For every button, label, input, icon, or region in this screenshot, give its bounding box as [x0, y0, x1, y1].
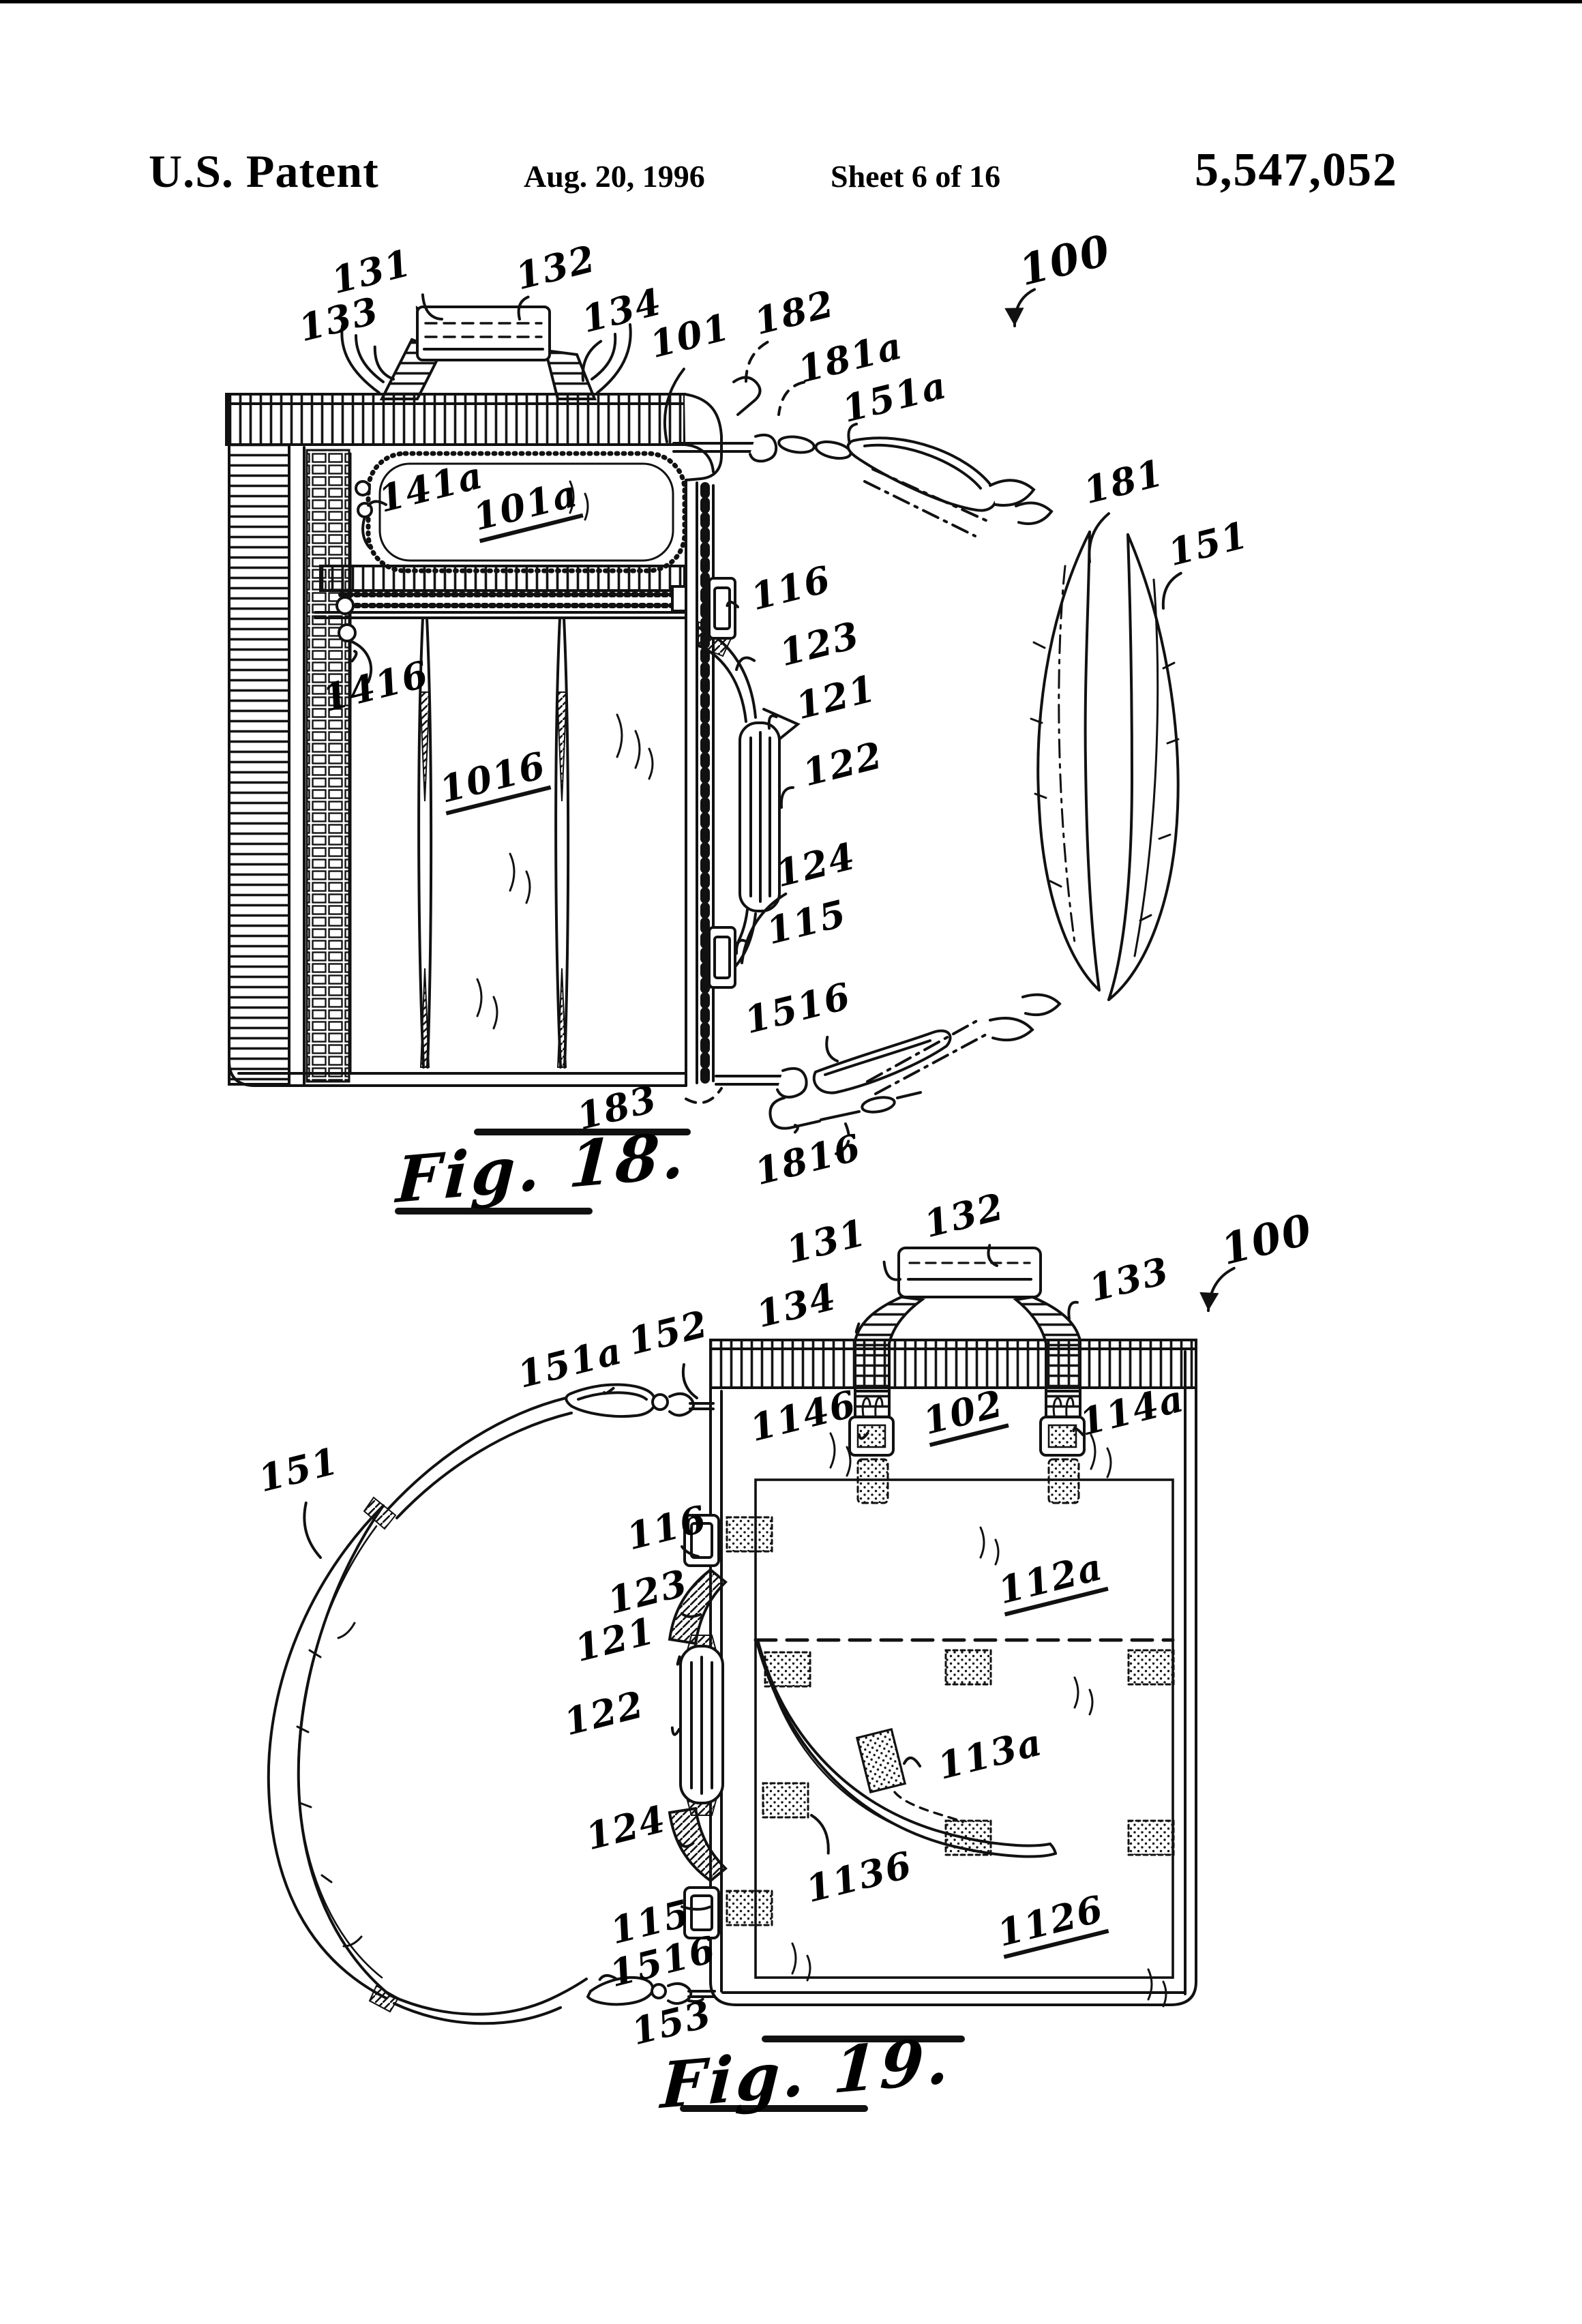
leader-114a — [1072, 1427, 1084, 1436]
leader-123 — [681, 1612, 702, 1618]
leader-100 — [1207, 1266, 1236, 1312]
leader-123 — [735, 656, 756, 671]
leader-124 — [678, 1840, 695, 1848]
leader-113a — [903, 1756, 922, 1768]
leader-133 — [1067, 1300, 1079, 1320]
patent-header-sheet: Sheet 6 of 16 — [831, 159, 1001, 194]
leader-134 — [854, 1322, 861, 1334]
leader-115 — [734, 938, 748, 955]
leader-arrowhead-100 — [1199, 1292, 1219, 1311]
fig19-art — [267, 1247, 1197, 2112]
leader-1516 — [598, 1973, 618, 1981]
leader-1146 — [858, 1431, 869, 1440]
leader-151 — [1161, 571, 1182, 610]
leader-183 — [685, 1087, 723, 1105]
leader-151a — [847, 422, 859, 445]
patent-header-number: 5,547,052 — [1195, 144, 1398, 196]
leader-116 — [681, 1545, 700, 1558]
leader-181a — [777, 381, 806, 416]
fig18-art — [225, 306, 1180, 1215]
leader-1136 — [810, 1814, 830, 1855]
patent-header-title: U.S. Patent — [149, 145, 379, 197]
leader-181 — [1088, 512, 1110, 563]
leader-151 — [303, 1501, 322, 1559]
leader-101 — [663, 368, 685, 443]
leader-1416 — [350, 650, 358, 663]
leader-153 — [687, 1997, 704, 2003]
leader-arrowhead-100 — [1004, 308, 1024, 326]
leader-131 — [421, 293, 443, 321]
leader-132 — [517, 295, 530, 321]
leader-122 — [670, 1726, 681, 1736]
leader-100 — [1013, 288, 1036, 327]
leader-132 — [987, 1244, 998, 1267]
leader-152 — [681, 1362, 698, 1399]
leader-116 — [726, 600, 739, 608]
patent-header-date: Aug. 20, 1996 — [524, 159, 705, 194]
leader-1816 — [793, 1124, 799, 1134]
leader-122 — [779, 786, 795, 809]
leader-182 — [744, 340, 769, 385]
leader-124 — [741, 892, 788, 964]
leader-151a — [603, 1386, 615, 1395]
leader-131 — [882, 1260, 901, 1281]
leader-134 — [581, 340, 603, 382]
scan-edge — [0, 0, 1582, 3]
leader-1516 — [825, 1035, 839, 1062]
leader-121 — [767, 714, 778, 730]
leader-115 — [681, 1905, 711, 1911]
leader-141a — [367, 500, 387, 507]
leader-133 — [373, 345, 395, 381]
leader-121 — [676, 1655, 681, 1666]
